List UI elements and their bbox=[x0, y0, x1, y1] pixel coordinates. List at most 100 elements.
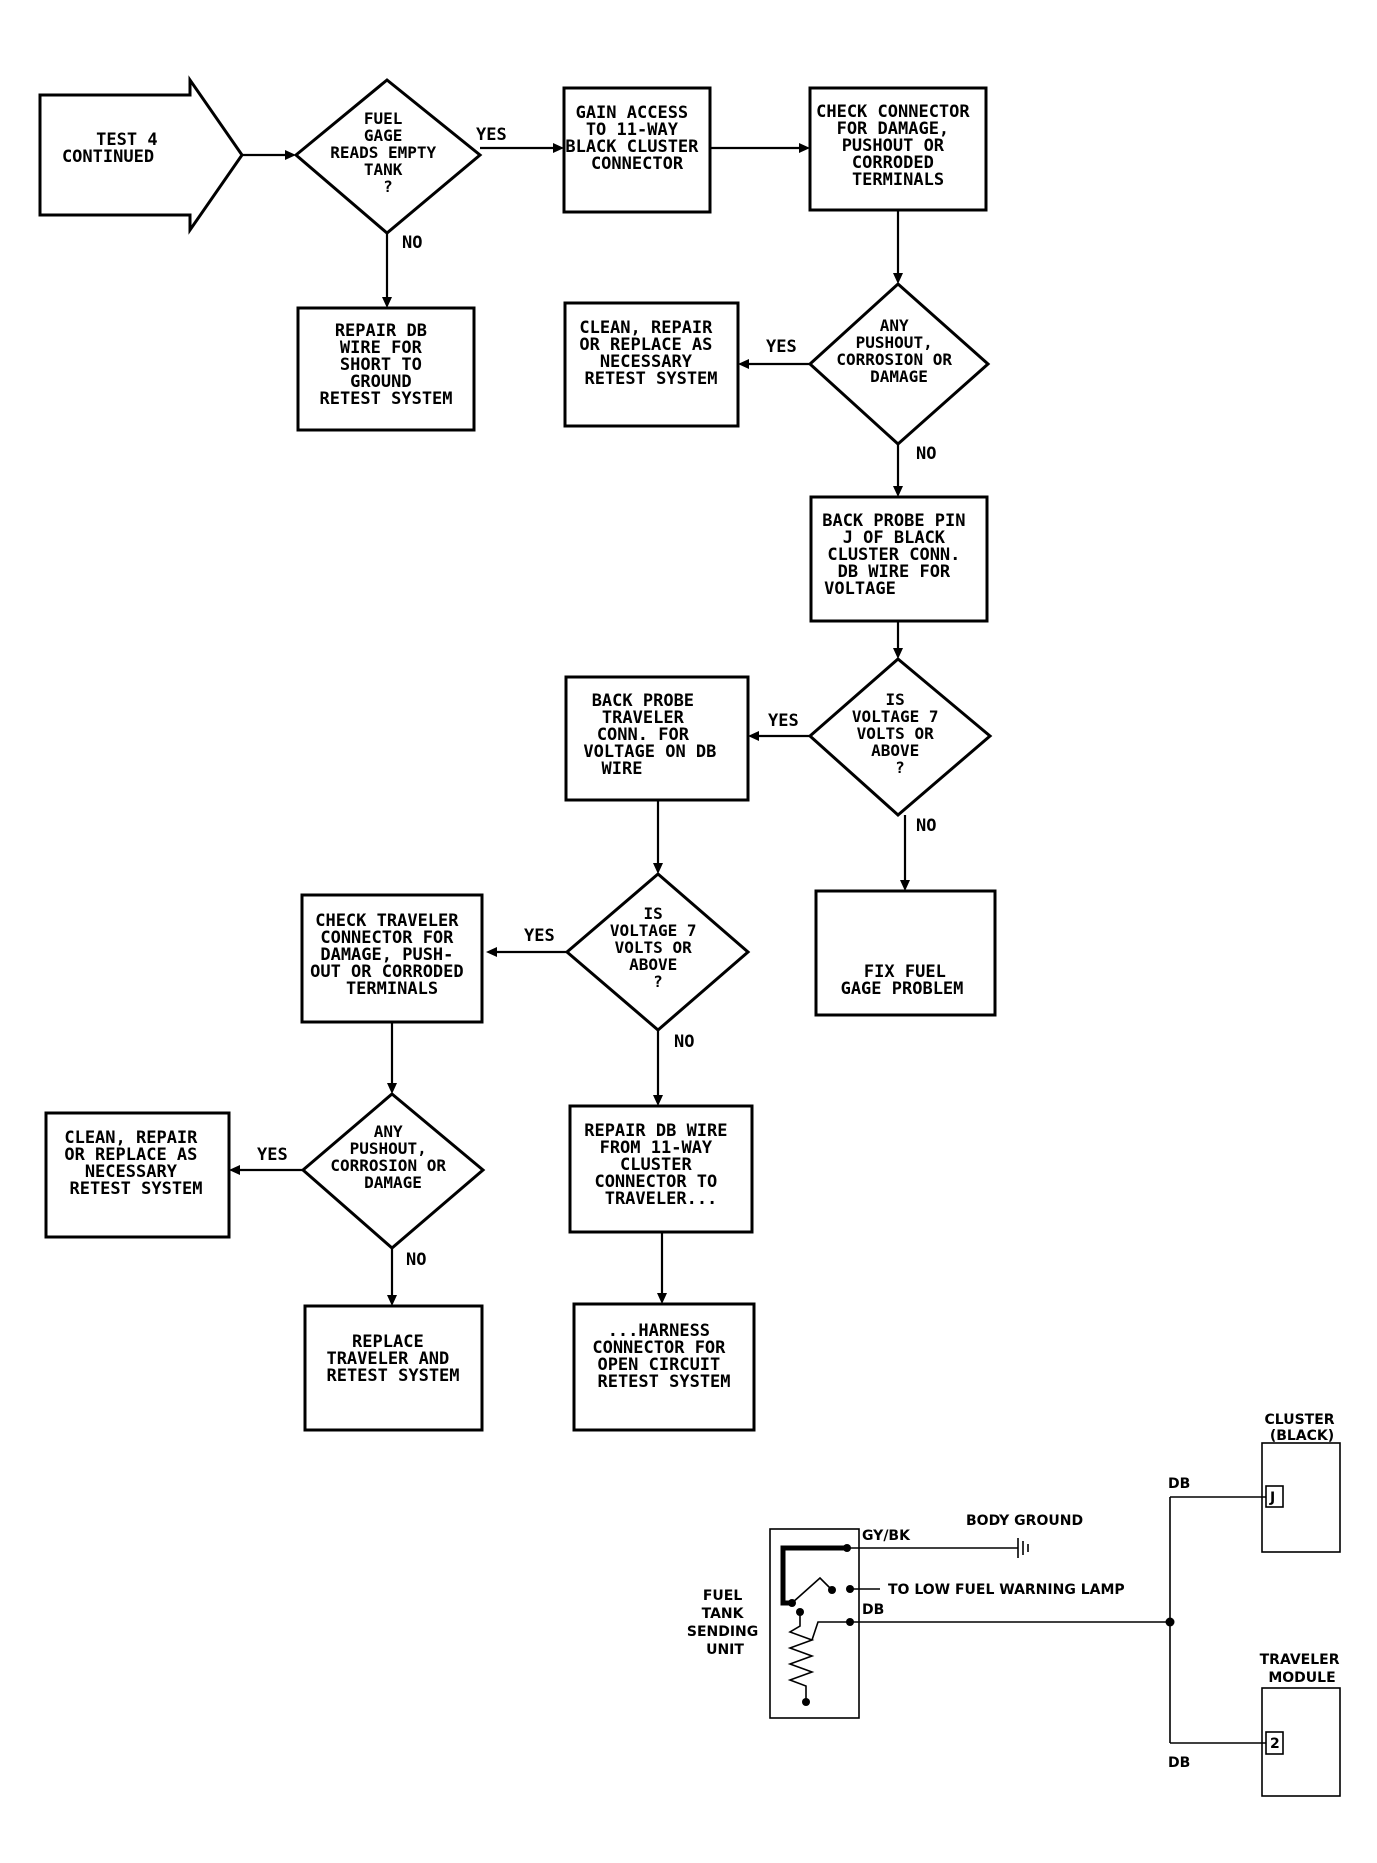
yes-label: YES bbox=[768, 711, 799, 731]
traveler-module-box bbox=[1261, 1687, 1341, 1797]
arrow-head bbox=[657, 1293, 667, 1304]
process-box bbox=[808, 86, 988, 212]
start-text: TEST 4 CONTINUED bbox=[62, 130, 168, 167]
cluster-label: CLUSTER (BLACK) bbox=[1265, 1412, 1340, 1444]
sender-ground-path bbox=[780, 1545, 847, 1606]
decision-pushout-2: ANY PUSHOUT, CORROSION OR DAMAGE bbox=[300, 1092, 486, 1250]
process-box bbox=[563, 301, 740, 428]
process-text: CHECK CONNECTOR FOR DAMAGE, PUSHOUT OR C… bbox=[816, 102, 980, 190]
low-fuel-switch bbox=[791, 1576, 833, 1604]
arrow-head bbox=[382, 297, 392, 308]
db-label: DB bbox=[1168, 1476, 1190, 1492]
step-back-probe-traveler: BACK PROBE TRAVELER CONN. FOR VOLTAGE ON… bbox=[564, 675, 750, 802]
step-clean-repair-2: CLEAN, REPAIR OR REPLACE AS NECESSARY RE… bbox=[44, 1111, 231, 1239]
process-text: FIX FUEL GAGE PROBLEM bbox=[841, 962, 964, 999]
step-check-connector: CHECK CONNECTOR FOR DAMAGE, PUSHOUT OR C… bbox=[808, 86, 988, 212]
cluster-pin-box bbox=[1265, 1485, 1284, 1508]
arrow-head bbox=[387, 1295, 397, 1306]
decision-text: ANY PUSHOUT, CORROSION OR DAMAGE bbox=[330, 1122, 455, 1192]
body-ground-icon bbox=[1017, 1538, 1029, 1558]
arrow-head bbox=[900, 880, 910, 891]
gy-bk-label: GY/BK bbox=[862, 1528, 911, 1544]
db-label: DB bbox=[1168, 1755, 1190, 1771]
decision-text: IS VOLTAGE 7 VOLTS OR ABOVE ? bbox=[852, 690, 948, 777]
arrow-head bbox=[738, 359, 749, 369]
process-text: GAIN ACCESS TO 11-WAY BLACK CLUSTER CONN… bbox=[565, 103, 708, 174]
decision-diamond bbox=[807, 281, 991, 447]
start-arrow-shape bbox=[38, 75, 244, 235]
decision-diamond bbox=[300, 1092, 486, 1250]
arrow-head bbox=[893, 486, 903, 497]
process-box bbox=[300, 893, 484, 1024]
low-fuel-lamp-label: TO LOW FUEL WARNING LAMP bbox=[888, 1582, 1125, 1598]
arrow-head bbox=[387, 1083, 397, 1094]
process-box bbox=[814, 889, 997, 1017]
no-label: NO bbox=[674, 1032, 694, 1052]
start-node: TEST 4 CONTINUED bbox=[38, 75, 244, 235]
fuel-tank-sending-unit-box bbox=[769, 1528, 860, 1719]
no-label: NO bbox=[406, 1250, 426, 1270]
decision-voltage-2: IS VOLTAGE 7 VOLTS OR ABOVE ? bbox=[564, 872, 751, 1032]
process-box bbox=[809, 495, 989, 623]
step-repair-db-short: REPAIR DB WIRE FOR SHORT TO GROUND RETES… bbox=[296, 306, 476, 432]
decision-pushout-1: ANY PUSHOUT, CORROSION OR DAMAGE bbox=[807, 281, 991, 447]
process-text: REPLACE TRAVELER AND RETEST SYSTEM bbox=[326, 1332, 459, 1386]
db-label: DB bbox=[862, 1602, 884, 1618]
step-clean-repair-1: CLEAN, REPAIR OR REPLACE AS NECESSARY RE… bbox=[563, 301, 740, 428]
no-label: NO bbox=[916, 444, 936, 464]
arrow-head bbox=[893, 648, 903, 659]
decision-diamond bbox=[293, 78, 483, 235]
process-box bbox=[296, 306, 476, 432]
no-label: NO bbox=[402, 233, 422, 253]
process-text: BACK PROBE TRAVELER CONN. FOR VOLTAGE ON… bbox=[583, 691, 726, 779]
process-text: REPAIR DB WIRE FROM 11-WAY CLUSTER CONNE… bbox=[584, 1121, 738, 1209]
terminal-dot bbox=[788, 1599, 796, 1607]
fuel-tank-sending-unit-label: FUEL TANK SENDING UNIT bbox=[687, 1588, 763, 1658]
step-repair-db-open: REPAIR DB WIRE FROM 11-WAY CLUSTER CONNE… bbox=[568, 1104, 754, 1234]
decision-text: FUEL GAGE READS EMPTY TANK ? bbox=[330, 109, 446, 196]
terminal-dot bbox=[828, 1586, 836, 1594]
yes-label: YES bbox=[524, 926, 555, 946]
process-text: CLEAN, REPAIR OR REPLACE AS NECESSARY RE… bbox=[64, 1128, 207, 1199]
decision-text: ANY PUSHOUT, CORROSION OR DAMAGE bbox=[836, 316, 961, 386]
process-text: BACK PROBE PIN J OF BLACK CLUSTER CONN. … bbox=[822, 511, 976, 599]
decision-voltage-1: IS VOLTAGE 7 VOLTS OR ABOVE ? bbox=[807, 657, 993, 817]
decision-diamond bbox=[564, 872, 751, 1032]
arrow-head bbox=[653, 863, 663, 874]
process-box bbox=[572, 1302, 756, 1432]
no-label: NO bbox=[916, 816, 936, 836]
branch-labels: YES NO YES NO YES NO YES NO YES NO bbox=[257, 125, 936, 1270]
process-text: CLEAN, REPAIR OR REPLACE AS NECESSARY RE… bbox=[579, 318, 722, 389]
traveler-label: TRAVELER MODULE bbox=[1260, 1652, 1345, 1686]
process-box bbox=[44, 1111, 231, 1239]
arrow-head bbox=[285, 150, 296, 160]
yes-label: YES bbox=[766, 337, 797, 357]
yes-label: YES bbox=[476, 125, 507, 145]
terminal-dot bbox=[802, 1698, 810, 1706]
process-box bbox=[303, 1304, 484, 1432]
arrow-head bbox=[748, 731, 759, 741]
arrow-head bbox=[653, 1095, 663, 1106]
decision-text: IS VOLTAGE 7 VOLTS OR ABOVE ? bbox=[610, 904, 706, 991]
arrow-head bbox=[893, 273, 903, 284]
process-box bbox=[562, 86, 712, 214]
traveler-pin-label: 2 bbox=[1270, 1736, 1280, 1752]
step-gain-access: GAIN ACCESS TO 11-WAY BLACK CLUSTER CONN… bbox=[562, 86, 712, 214]
sender-wiper bbox=[811, 1621, 850, 1641]
arrow-head bbox=[799, 143, 810, 153]
arrow-head bbox=[229, 1165, 240, 1175]
cluster-module-box bbox=[1261, 1442, 1341, 1553]
cluster-pin-label: J bbox=[1269, 1490, 1275, 1506]
step-harness-connector: ...HARNESS CONNECTOR FOR OPEN CIRCUIT RE… bbox=[572, 1302, 756, 1432]
arrow-head bbox=[553, 143, 564, 153]
decision-diamond bbox=[807, 657, 993, 817]
wiring-diagram: FUEL TANK SENDING UNIT GY/BK BODY GROUND bbox=[687, 1412, 1345, 1797]
process-box bbox=[564, 675, 750, 802]
step-fix-fuel-gage: FIX FUEL GAGE PROBLEM bbox=[814, 889, 997, 1017]
process-text: ...HARNESS CONNECTOR FOR OPEN CIRCUIT RE… bbox=[592, 1321, 735, 1392]
process-text: REPAIR DB WIRE FOR SHORT TO GROUND RETES… bbox=[319, 321, 452, 409]
body-ground-label: BODY GROUND bbox=[966, 1513, 1083, 1529]
flow-connectors bbox=[229, 143, 910, 1306]
process-box bbox=[568, 1104, 754, 1234]
